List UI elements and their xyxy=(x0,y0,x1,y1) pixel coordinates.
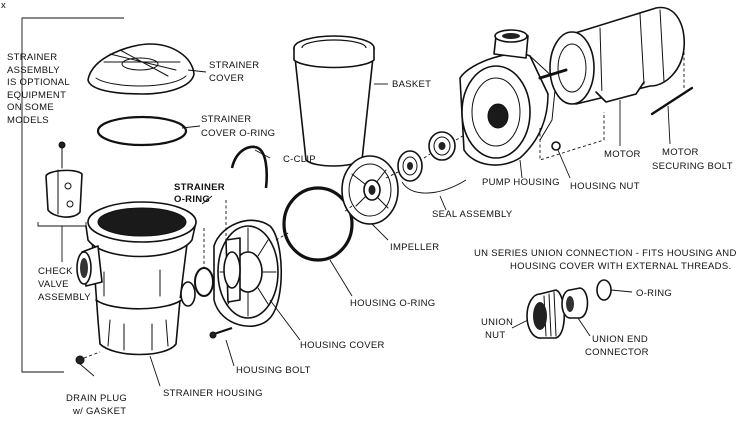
note-line: EQUIPMENT xyxy=(7,89,67,101)
drain-plug-part xyxy=(75,351,101,365)
label-union-oring: O-RING xyxy=(636,288,672,299)
c-clip-part xyxy=(230,145,269,189)
housing-oring-part xyxy=(282,186,354,262)
label-housing-oring: HOUSING O-RING xyxy=(350,298,435,309)
strainer-housing-part xyxy=(76,201,197,356)
label-pump-housing: PUMP HOUSING xyxy=(482,177,560,188)
label-union-note: UN SERIES UNION CONNECTION - FITS HOUSIN… xyxy=(474,248,740,272)
strainer-oring-part xyxy=(194,267,214,297)
check-valve-bracket xyxy=(37,222,87,236)
seal-assembly-part xyxy=(397,131,456,182)
strainer-cover-part xyxy=(87,43,195,95)
label-impeller: IMPELLER xyxy=(390,242,439,253)
part-labels: STRAINER COVER STRAINER COVER O-RING BAS… xyxy=(38,60,740,417)
corner-mark: x xyxy=(1,0,6,11)
assembly-dashed-lines xyxy=(61,52,685,268)
impeller-part xyxy=(341,155,399,225)
leader-lines xyxy=(61,69,671,387)
label-union-end-connector: UNION END CONNECTOR xyxy=(585,334,651,358)
motor-securing-bolt-part xyxy=(650,86,694,116)
housing-bolt-part xyxy=(209,326,233,339)
optional-equipment-note: STRAINER ASSEMBLY IS OPTIONAL EQUIPMENT … xyxy=(7,52,75,128)
note-line: ON SOME xyxy=(7,102,54,114)
label-basket: BASKET xyxy=(392,79,431,90)
note-line: IS OPTIONAL xyxy=(7,77,70,89)
motor-part xyxy=(538,6,686,105)
label-seal-assembly: SEAL ASSEMBLY xyxy=(432,209,513,220)
label-check-valve: CHECK VALVE ASSEMBLY xyxy=(38,266,91,303)
union-oring-part xyxy=(596,279,612,301)
label-c-clip: C-CLIP xyxy=(283,154,316,165)
label-motor: MOTOR xyxy=(604,149,641,160)
union-nut-part xyxy=(526,289,566,339)
label-strainer-cover-oring: STRAINER COVER O-RING xyxy=(201,114,275,139)
pump-housing-part xyxy=(459,29,557,166)
label-motor-securing-bolt: MOTOR SECURING BOLT xyxy=(652,147,733,172)
label-drain-plug: DRAIN PLUG w/ GASKET xyxy=(66,393,130,417)
optional-assembly-bracket xyxy=(21,17,124,373)
housing-nut-part xyxy=(551,141,561,151)
note-line: MODELS xyxy=(7,114,49,126)
label-housing-cover: HOUSING COVER xyxy=(300,340,385,351)
note-line: ASSEMBLY xyxy=(7,64,60,76)
note-line: STRAINER xyxy=(7,52,58,63)
housing-cover-part xyxy=(213,219,283,327)
seal-assembly-bracket xyxy=(401,179,467,194)
label-union-nut: UNION NUT xyxy=(481,317,516,341)
label-strainer-cover: STRAINER COVER xyxy=(209,60,262,84)
check-valve-part xyxy=(45,141,83,218)
union-end-connector-part xyxy=(561,287,589,319)
label-strainer-oring: STRAINER O-RING xyxy=(174,182,228,205)
label-housing-nut: HOUSING NUT xyxy=(570,181,640,192)
strainer-cover-oring-part xyxy=(96,115,188,147)
basket-part xyxy=(293,35,375,167)
label-housing-bolt: HOUSING BOLT xyxy=(236,365,311,376)
label-strainer-housing: STRAINER HOUSING xyxy=(163,388,263,399)
